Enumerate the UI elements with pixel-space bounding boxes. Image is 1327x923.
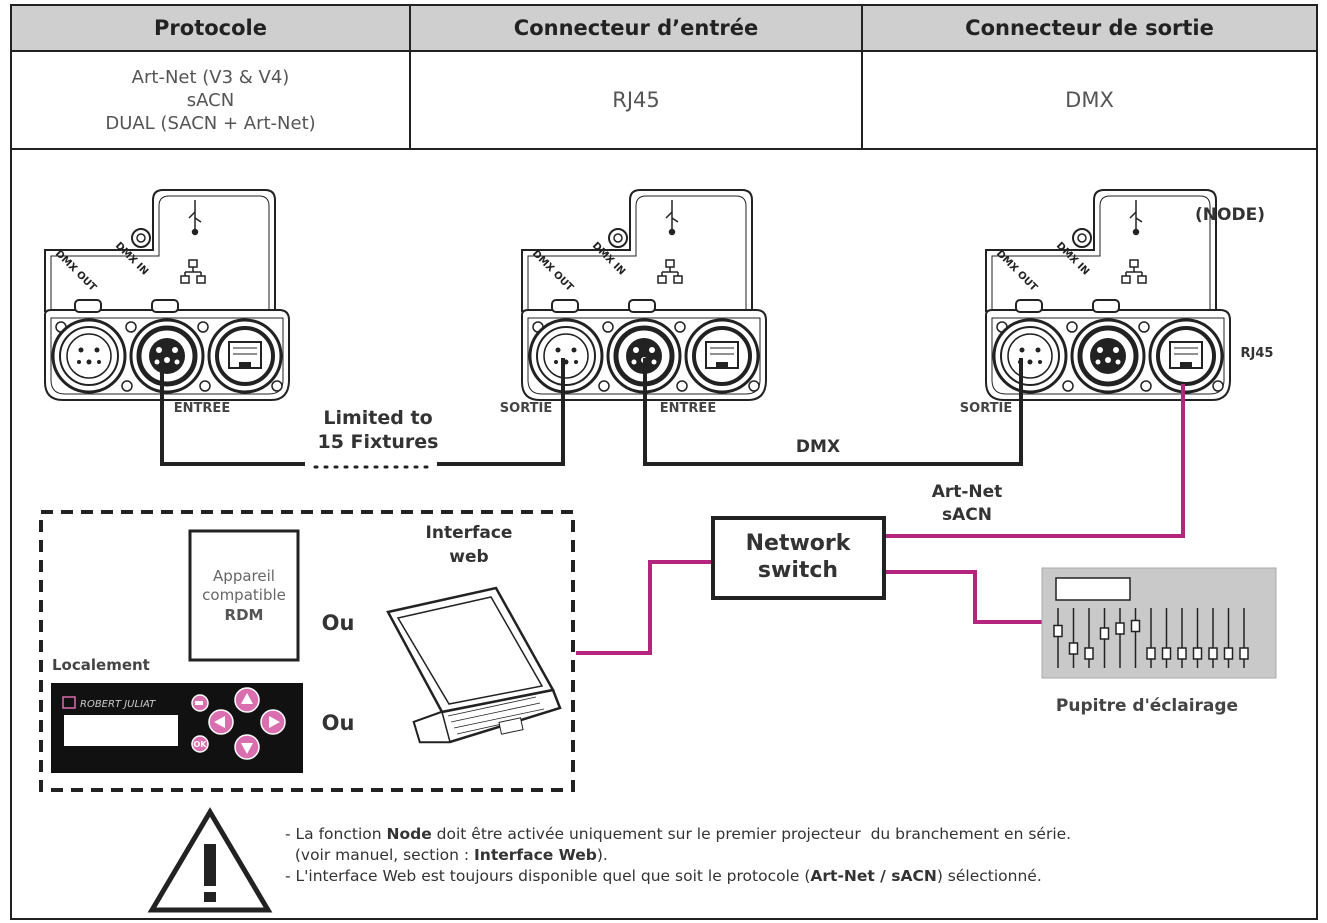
node-label: (NODE) xyxy=(1195,205,1265,225)
header-connecteur-sortie: Connecteur de sortie xyxy=(861,4,1318,52)
entree-label-2: ENTRÉE xyxy=(660,400,716,416)
fader-knob xyxy=(1192,647,1203,660)
protocol-artnet: Art-Net (V3 & V4) xyxy=(131,66,290,88)
rdm-device xyxy=(188,529,300,662)
network-switch xyxy=(711,516,886,600)
note-line-3: - L'interface Web est toujours disponibl… xyxy=(285,867,1042,885)
network-cables xyxy=(576,384,1185,655)
protocol-sacn: sACN xyxy=(186,89,235,111)
header-protocole: Protocole xyxy=(10,4,411,52)
protocol-cell: Art-Net (V3 & V4) sACN DUAL (SACN + Art-… xyxy=(10,50,411,150)
dmx-label: DMX xyxy=(796,437,840,457)
fader-knob xyxy=(1208,647,1218,660)
entree-label-1: ENTRÉE xyxy=(174,400,230,416)
header-connecteur-entree: Connecteur d’entrée xyxy=(409,4,863,52)
fader-knob xyxy=(1053,624,1063,638)
dmx-cables xyxy=(160,358,1023,466)
interface-label-2: web xyxy=(449,547,488,567)
fader-knob xyxy=(1177,647,1187,660)
ou-label-1: Ou xyxy=(322,611,355,635)
rdm-label-3: RDM xyxy=(225,606,264,624)
ou-label-2: Ou xyxy=(322,711,355,735)
protocol-table: Protocole Connecteur d’entrée Connecteur… xyxy=(10,4,1318,150)
note-line-2: (voir manuel, section : Interface Web). xyxy=(285,846,608,864)
fader-knob xyxy=(1146,647,1156,660)
interface-label-1: Interface xyxy=(426,523,513,543)
fader-knob xyxy=(1099,627,1110,640)
warning-icon xyxy=(147,807,273,913)
switch-label-2: switch xyxy=(758,558,838,583)
note-line-1: - La fonction Node doit être activée uni… xyxy=(285,825,1072,843)
fader-knob xyxy=(1239,647,1249,660)
lighting-console-icon xyxy=(1041,567,1277,679)
fixture-1 xyxy=(45,190,289,400)
input-connector-cell: RJ45 xyxy=(409,50,863,150)
panel-logo-icon xyxy=(62,696,76,709)
diagram-frame xyxy=(10,150,1318,920)
panel-display xyxy=(64,715,178,746)
switch-label-1: Network xyxy=(746,531,852,556)
fader-knob xyxy=(1068,642,1079,655)
rdm-label-2: compatible xyxy=(202,586,286,604)
rdm-label-1: Appareil xyxy=(213,567,275,585)
sortie-label-1: SORTIE xyxy=(500,401,552,416)
fader-knob xyxy=(1223,647,1234,660)
laptop-icon xyxy=(386,586,562,744)
sortie-label-2: SORTIE xyxy=(960,401,1012,416)
console-label: Pupitre d'éclairage xyxy=(1056,696,1238,716)
localement-label: Localement xyxy=(52,656,150,674)
artnet-label: Art-Net xyxy=(932,482,1003,502)
protocol-dual: DUAL (SACN + Art-Net) xyxy=(105,112,316,134)
fader-knob xyxy=(1161,647,1172,660)
ok-button-label: OK xyxy=(194,740,208,749)
fixtures-label: 15 Fixtures xyxy=(318,431,439,453)
sacn-label: sACN xyxy=(942,505,992,525)
rj45-label: RJ45 xyxy=(1241,346,1274,361)
output-connector-cell: DMX xyxy=(861,50,1318,150)
robert-juliat-logo: ROBERT JULIAT xyxy=(80,699,156,710)
local-control-box xyxy=(39,510,575,792)
fader-knob xyxy=(1130,619,1141,633)
limited-to-label: Limited to xyxy=(323,407,432,429)
fader-knob xyxy=(1115,622,1125,635)
fader-knob xyxy=(1084,647,1094,660)
